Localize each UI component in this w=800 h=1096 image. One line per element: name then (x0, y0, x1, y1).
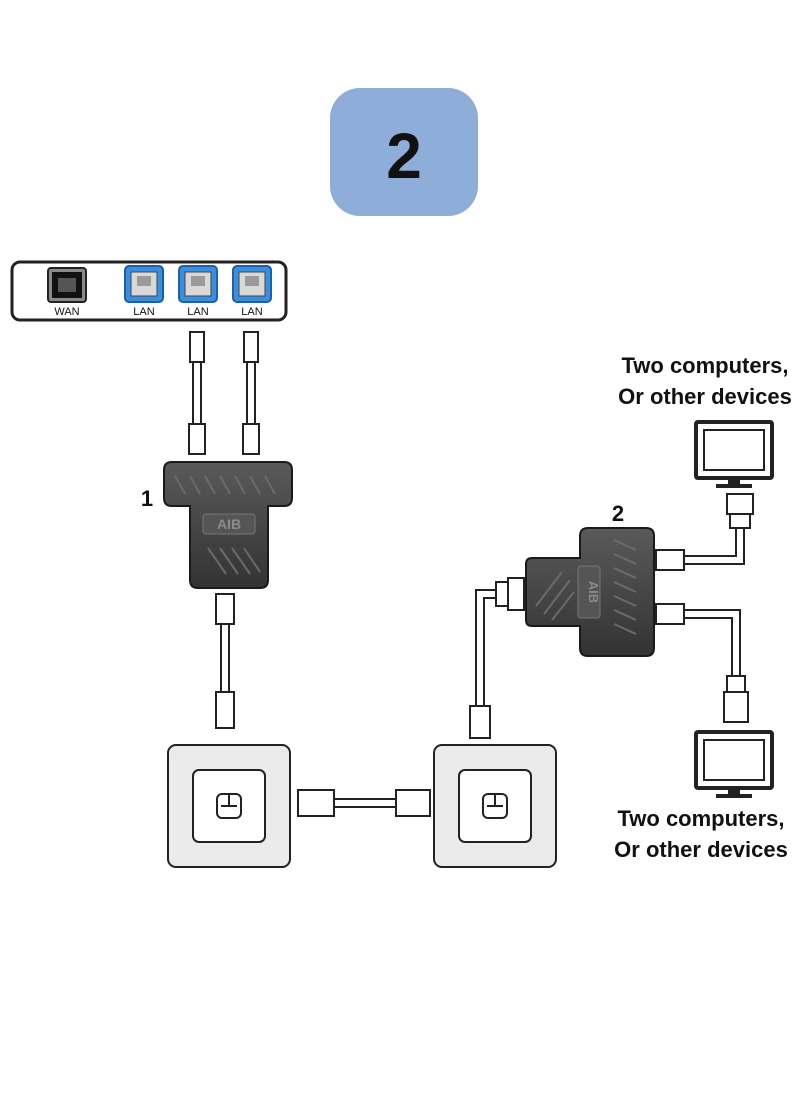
splitter-1-marking: AIB (217, 516, 241, 532)
router: WAN LAN LAN LAN (10, 260, 288, 322)
lan-port-3 (232, 265, 272, 303)
top-devices-label-line-2: Or other devices (618, 384, 792, 409)
lan-label-2: LAN (187, 306, 208, 318)
wan-port (47, 267, 87, 303)
bottom-devices-label-line-1: Two computers, (617, 806, 784, 831)
cable-router-to-splitter-1b (242, 331, 260, 455)
cable-splitter-2-to-top-device (655, 493, 754, 571)
wall-socket-2 (433, 744, 557, 868)
lan-port-1 (124, 265, 164, 303)
splitter-2: AIB (525, 527, 655, 657)
wall-socket-1 (167, 744, 291, 868)
cable-socket-2-to-splitter-2 (469, 577, 525, 739)
cable-splitter-1-to-socket-1 (215, 593, 235, 729)
ethernet-socket-icon (216, 793, 242, 819)
lan-label-1: LAN (133, 306, 154, 318)
ethernet-socket-icon (482, 793, 508, 819)
step-badge-background (330, 88, 478, 216)
monitor-icon (694, 420, 774, 490)
top-devices-label-line-1: Two computers, (621, 353, 788, 378)
bottom-devices-label-line-2: Or other devices (614, 837, 788, 862)
splitter-1: AIB (163, 461, 293, 589)
cable-splitter-2-to-bottom-device (655, 603, 749, 723)
cable-socket-1-to-socket-2 (297, 789, 431, 817)
step-badge-number: 2 (386, 120, 422, 192)
cable-router-to-splitter-1a (188, 331, 206, 455)
monitor-icon (694, 730, 774, 800)
splitter-2-marking: AIB (586, 581, 601, 603)
splitter-2-number: 2 (612, 501, 624, 526)
lan-port-2 (178, 265, 218, 303)
wan-label: WAN (54, 306, 79, 318)
lan-label-3: LAN (241, 306, 262, 318)
splitter-1-number: 1 (141, 486, 153, 511)
step-badge: 2 (330, 88, 478, 216)
